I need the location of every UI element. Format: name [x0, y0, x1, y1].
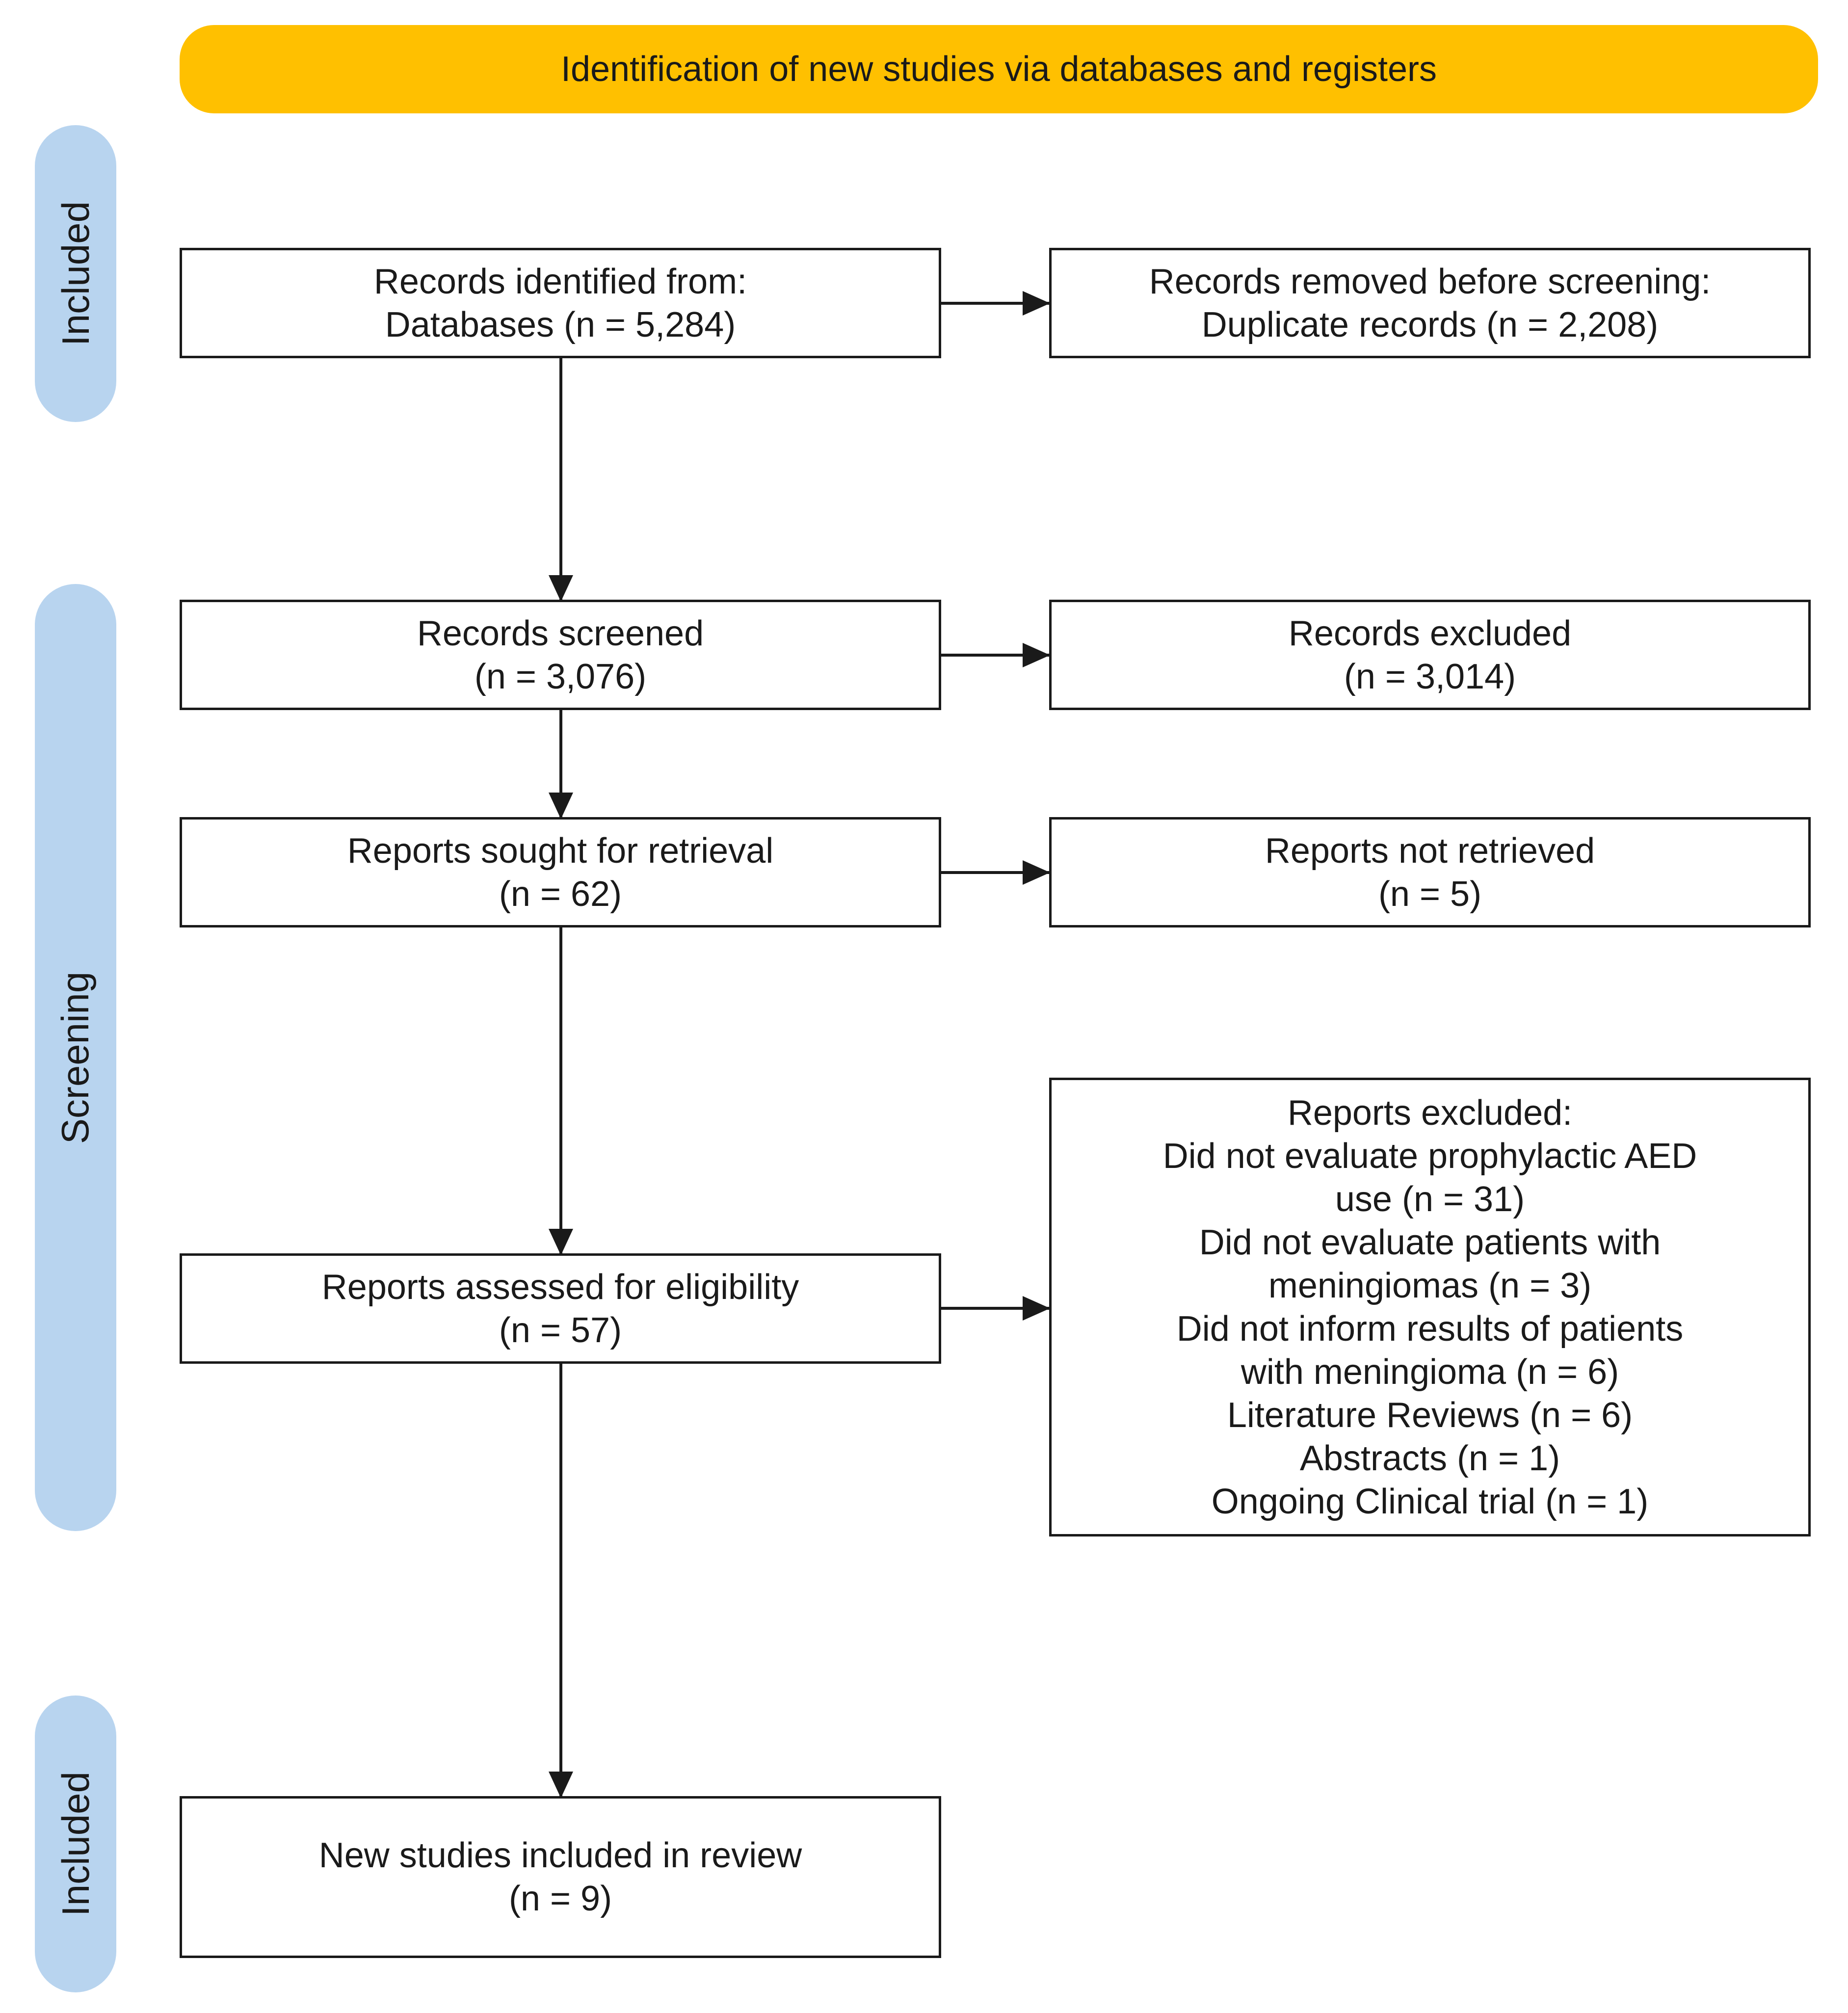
box-text-line: Records excluded [1288, 613, 1572, 653]
arrowhead-reports-excluded [1023, 1296, 1050, 1321]
box-text-line: Records identified from: [373, 262, 747, 301]
box-text-line: Did not evaluate patients with [1199, 1222, 1661, 1262]
box-text-line: New studies included in review [318, 1836, 802, 1875]
box-text-line: (n = 5) [1378, 874, 1482, 914]
box-text-line: Records removed before screening: [1149, 262, 1711, 301]
box-text-line: Databases (n = 5,284) [385, 305, 736, 344]
box-text-line: (n = 3,076) [474, 657, 647, 696]
box-text-line: (n = 57) [499, 1310, 622, 1350]
box-text-line: Records screened [417, 613, 704, 653]
box-text-line: Reports assessed for eligibility [321, 1267, 799, 1307]
box-text-line: Abstracts (n = 1) [1299, 1438, 1560, 1478]
box-reports-assessed: Reports assessed for eligibility(n = 57) [180, 1253, 941, 1364]
box-text-line: (n = 3,014) [1344, 657, 1516, 696]
box-text-line: Reports not retrieved [1265, 831, 1595, 871]
header-bar: Identification of new studies via databa… [180, 25, 1818, 113]
box-text-line: Literature Reviews (n = 6) [1227, 1395, 1633, 1435]
box-text-line: Ongoing Clinical trial (n = 1) [1211, 1482, 1649, 1521]
box-text-line: Reports excluded: [1287, 1093, 1573, 1133]
arrowhead-removed [1023, 291, 1050, 316]
arrowhead-assessed [549, 1229, 573, 1255]
box-text-line: with meningioma (n = 6) [1241, 1352, 1619, 1392]
box-text-line: (n = 62) [499, 874, 622, 914]
box-text-line: Reports sought for retrieval [347, 831, 774, 871]
box-reports-excluded: Reports excluded:Did not evaluate prophy… [1049, 1078, 1811, 1536]
box-text-line: Did not inform results of patients [1176, 1309, 1684, 1349]
arrowhead-included [549, 1772, 573, 1798]
box-text-line: meningiomas (n = 3) [1268, 1266, 1592, 1305]
box-records-excluded: Records excluded (n = 3,014) [1049, 600, 1811, 710]
box-text-line: Duplicate records (n = 2,208) [1201, 305, 1659, 344]
arrowhead-sought [549, 793, 573, 819]
box-text-line: Did not evaluate prophylactic AED [1162, 1136, 1697, 1176]
arrowhead-screened [549, 575, 573, 602]
arrowhead-not-retrieved [1023, 860, 1050, 885]
phase-pill-included-top: Included [35, 125, 116, 422]
phase-pill-included-bottom: Included [35, 1695, 116, 1992]
box-studies-included: New studies included in review (n = 9) [180, 1796, 941, 1958]
box-reports-not-retrieved: Reports not retrieved(n = 5) [1049, 817, 1811, 927]
box-records-identified: Records identified from: Databases (n = 5… [180, 248, 941, 358]
box-reports-sought: Reports sought for retrieval(n = 62) [180, 817, 941, 927]
box-records-removed: Records removed before screening: Duplica… [1049, 248, 1811, 358]
arrowhead-excluded [1023, 643, 1050, 667]
box-text-line: (n = 9) [508, 1879, 612, 1918]
phase-pill-screening: Screening [35, 584, 116, 1531]
header-title: Identification of new studies via databa… [560, 50, 1437, 89]
box-records-screened: Records screened (n = 3,076) [180, 600, 941, 710]
box-text-line: use (n = 31) [1335, 1179, 1525, 1219]
